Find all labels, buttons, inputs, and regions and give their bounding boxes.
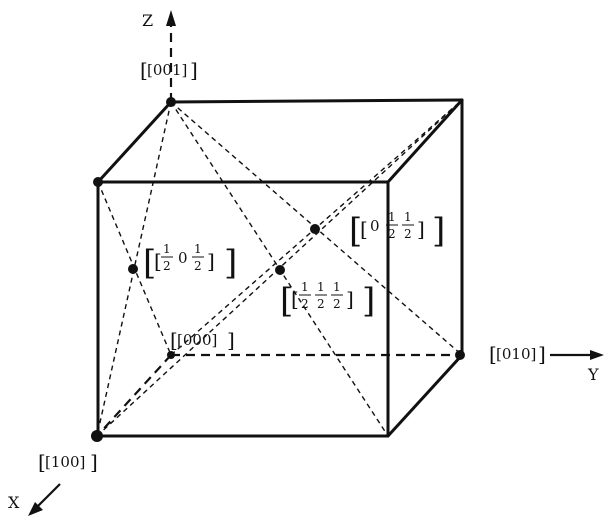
y-axis-label: Y xyxy=(587,365,599,384)
svg-text:2: 2 xyxy=(194,259,202,273)
svg-text:]: ] xyxy=(224,243,237,283)
svg-text:]: ] xyxy=(432,211,445,251)
svg-text:[000]: [000] xyxy=(177,331,217,349)
label-000: [ [000] ] xyxy=(170,328,235,352)
svg-text:[: [ xyxy=(143,243,156,283)
svg-text:1: 1 xyxy=(163,242,171,256)
point-000 xyxy=(167,351,175,359)
svg-text:2: 2 xyxy=(301,297,309,311)
point-001 xyxy=(166,97,176,107)
svg-text:2: 2 xyxy=(388,227,396,241)
svg-text:]: ] xyxy=(90,450,98,474)
label-body-center: [ [ 1 2 1 2 1 2 ] ] xyxy=(280,280,375,321)
svg-text:[100]: [100] xyxy=(45,453,85,471)
svg-text:1: 1 xyxy=(317,280,325,294)
svg-text:[: [ xyxy=(349,211,362,251)
svg-text:1: 1 xyxy=(388,210,396,224)
svg-text:0: 0 xyxy=(178,249,188,267)
svg-text:[: [ xyxy=(154,249,162,273)
point-010 xyxy=(455,350,465,360)
svg-text:[: [ xyxy=(360,217,368,241)
z-axis-label: Z xyxy=(142,11,153,30)
svg-text:[: [ xyxy=(280,281,293,321)
label-100: [ [100] ] xyxy=(38,450,98,474)
svg-text:[: [ xyxy=(140,58,148,82)
cube-top-right-edge xyxy=(386,98,464,184)
svg-text:]: ] xyxy=(207,249,215,273)
svg-text:[: [ xyxy=(489,342,497,366)
cube-top-left-edge xyxy=(96,100,173,184)
svg-text:1: 1 xyxy=(301,280,309,294)
svg-text:]: ] xyxy=(538,342,546,366)
svg-text:]: ] xyxy=(346,287,354,311)
axes xyxy=(28,10,604,516)
label-001: [ [001] ] xyxy=(140,58,198,82)
svg-text:0: 0 xyxy=(370,217,380,235)
svg-text:2: 2 xyxy=(404,227,412,241)
svg-text:[: [ xyxy=(38,450,46,474)
point-face-xz xyxy=(128,264,138,274)
lattice-points xyxy=(91,97,465,442)
svg-text:[: [ xyxy=(170,328,178,352)
point-body-center xyxy=(275,265,285,275)
z-axis-arrowhead xyxy=(166,10,176,26)
point-101 xyxy=(93,177,103,187)
x-axis-label: X xyxy=(8,493,20,512)
label-face-xz: [ [ 1 2 0 1 2 ] ] xyxy=(143,242,237,283)
point-face-yz xyxy=(310,224,320,234)
svg-text:[001]: [001] xyxy=(147,61,187,79)
svg-text:1: 1 xyxy=(404,210,412,224)
svg-text:1: 1 xyxy=(194,242,202,256)
label-010: [ [010] ] xyxy=(489,342,546,366)
svg-text:2: 2 xyxy=(333,297,341,311)
x-axis-dashed xyxy=(96,354,172,437)
label-face-yz: [ [ 0 1 2 1 2 ] ] xyxy=(349,210,445,251)
cube-front-face xyxy=(96,180,390,438)
svg-text:2: 2 xyxy=(317,297,325,311)
y-axis-arrowhead xyxy=(590,350,604,360)
svg-text:[: [ xyxy=(291,287,299,311)
diag-body-2 xyxy=(96,99,463,437)
point-100 xyxy=(91,430,103,442)
cube-bottom-right-edge xyxy=(386,353,464,438)
svg-text:]: ] xyxy=(362,281,375,321)
svg-text:1: 1 xyxy=(333,280,341,294)
x-axis-arrowhead xyxy=(28,502,43,516)
svg-text:]: ] xyxy=(227,328,235,352)
svg-text:[010]: [010] xyxy=(496,345,536,363)
svg-text:]: ] xyxy=(190,58,198,82)
cube-top-back-edge xyxy=(169,98,464,104)
svg-text:]: ] xyxy=(417,217,425,241)
svg-text:2: 2 xyxy=(163,259,171,273)
